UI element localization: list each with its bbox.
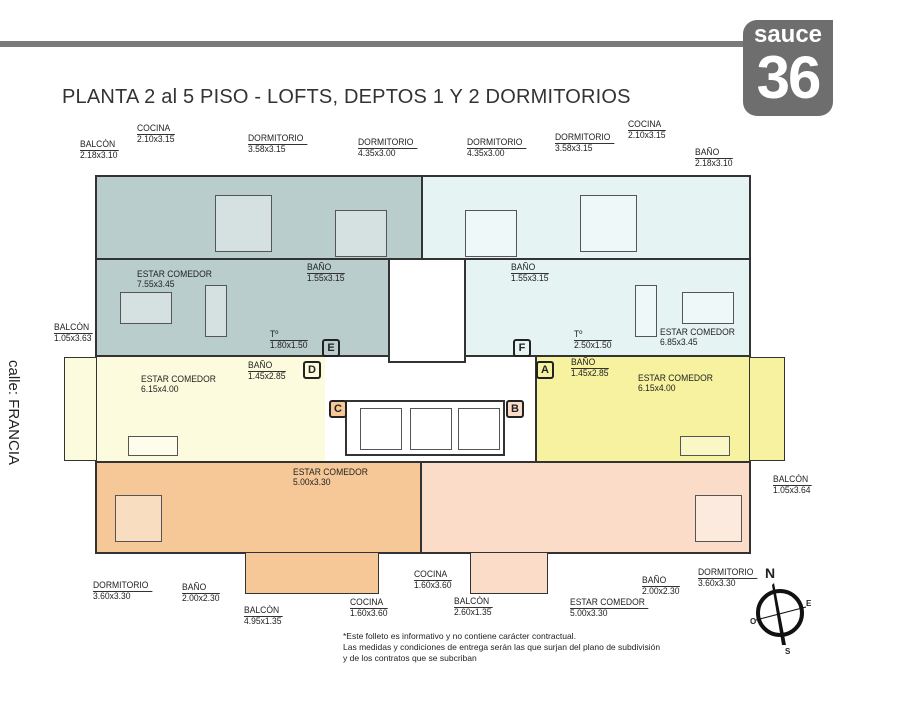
unit-top-left [95,175,423,357]
disclaimer-line: *Este folleto es informativo y no contie… [343,631,576,641]
unit-tag-f: F [513,339,531,357]
elevator-3 [458,408,500,450]
sofa [680,436,730,456]
bed [215,195,272,252]
compass-s: S [785,647,791,656]
divider-top-mid [95,258,751,260]
bed [335,210,387,257]
compass-e: E [806,599,812,608]
unit-tag-d: D [303,361,321,379]
bed [465,210,517,257]
sofa [205,285,227,337]
balcony-mid-left [64,357,97,461]
compass-n: N [765,565,776,581]
logo-number: 36 [756,44,822,111]
balcony-bottom-right [470,552,548,594]
header-rule [0,41,745,47]
bed [115,495,162,542]
page-title: PLANTA 2 al 5 PISO - LOFTS, DEPTOS 1 Y 2… [62,86,631,108]
street-label: calle: FRANCIA [5,360,22,466]
disclaimer-line: y de los contratos que se subcriban [343,653,477,663]
elevator-2 [410,408,452,450]
unit-mid-right [535,355,751,463]
bed [580,195,637,252]
elevator-1 [360,408,402,450]
logo-word: sauce [753,21,823,48]
disclaimer-line: Las medidas y condiciones de entrega ser… [343,642,661,652]
unit-tag-b: B [506,400,524,418]
sofa [128,436,178,456]
bed [695,495,742,542]
dining-table [120,292,172,324]
balcony-mid-right [749,357,785,461]
disclaimer: *Este folleto es informativo y no contie… [343,631,660,664]
compass-o: O [750,617,757,626]
compass-icon: N E S O [748,565,818,660]
unit-tag-c: C [329,400,347,418]
balcony-bottom-left [245,552,379,594]
unit-tag-a: A [536,361,554,379]
unit-tag-e: E [322,339,340,357]
dining-table [682,292,734,324]
elevator-block [345,400,505,456]
unit-top-right [421,175,751,357]
stairwell [388,258,466,363]
sofa [635,285,657,337]
sauce36-logo: sauce 36 [743,20,833,116]
